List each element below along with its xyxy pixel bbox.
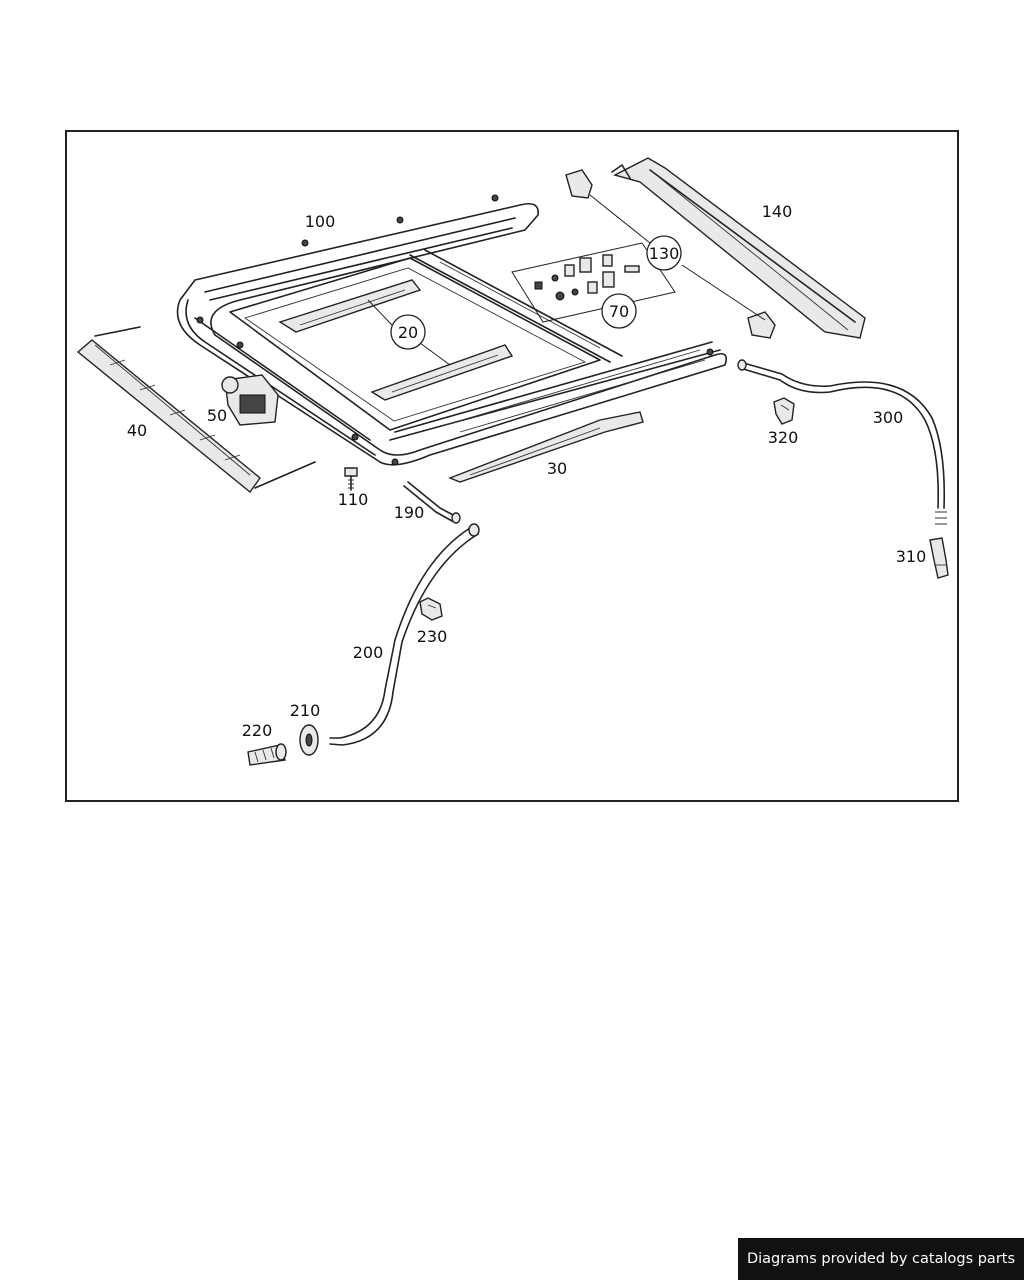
clip-part-320 xyxy=(773,397,795,425)
bolt-part-110 xyxy=(344,467,358,491)
credit-text: Diagrams provided by catalogs parts xyxy=(746,1251,1016,1267)
label-part-130: 130 xyxy=(649,244,680,263)
sunroof-frame-part-100 xyxy=(176,194,728,466)
drain-hose-part-190 xyxy=(403,481,461,524)
label-part-220: 220 xyxy=(242,721,273,740)
label-part-40: 40 xyxy=(127,421,147,440)
slide-bracket-part-130 xyxy=(565,169,776,339)
label-part-210: 210 xyxy=(290,701,321,720)
small-parts-kit-part-70 xyxy=(511,242,676,323)
label-part-230: 230 xyxy=(417,627,448,646)
leader-line-20b xyxy=(419,342,451,366)
callout-circle-70 xyxy=(601,293,637,329)
label-part-30: 30 xyxy=(547,459,567,478)
grommet-part-210 xyxy=(299,724,319,756)
label-part-200: 200 xyxy=(353,643,384,662)
drain-valve-part-220 xyxy=(247,743,287,766)
label-part-20: 20 xyxy=(398,323,418,342)
sunroof-motor-part-50 xyxy=(221,374,279,426)
drain-tube-part-300 xyxy=(737,359,947,525)
drain-valve-part-310 xyxy=(929,537,949,579)
clip-part-230 xyxy=(419,597,443,621)
front-trim-part-40 xyxy=(76,326,316,494)
label-part-140: 140 xyxy=(762,202,793,221)
guide-bracket-part-20 xyxy=(278,279,514,401)
callout-circle-20 xyxy=(390,314,426,350)
label-part-50: 50 xyxy=(207,406,227,425)
rear-rail-part-140 xyxy=(611,157,866,339)
label-part-110: 110 xyxy=(338,490,369,509)
label-part-320: 320 xyxy=(768,428,799,447)
label-part-100: 100 xyxy=(305,212,336,231)
label-part-190: 190 xyxy=(394,503,425,522)
credit-badge: Diagrams provided by catalogs parts xyxy=(738,1238,1024,1280)
parts-diagram-frame xyxy=(65,130,959,802)
label-part-300: 300 xyxy=(873,408,904,427)
label-part-310: 310 xyxy=(896,547,927,566)
label-part-70: 70 xyxy=(609,302,629,321)
leader-line-20a xyxy=(367,299,393,326)
drain-tube-part-200 xyxy=(329,523,480,746)
callout-circle-130 xyxy=(646,235,682,271)
wind-deflector-part-30 xyxy=(448,411,644,483)
